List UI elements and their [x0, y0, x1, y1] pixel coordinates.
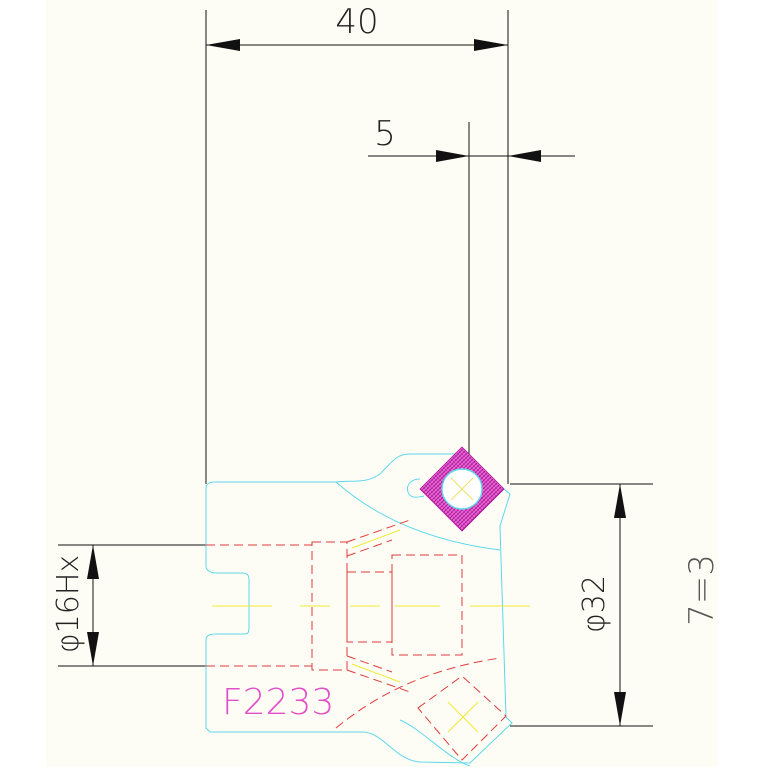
arrow-16-bottom	[87, 632, 99, 666]
arrow-40-left	[206, 39, 240, 51]
arrow-5-right	[508, 150, 541, 162]
arrow-16-top	[87, 545, 99, 579]
paper-background	[46, 0, 718, 767]
part-number-label: F2233	[222, 682, 334, 723]
arrow-5-left	[436, 150, 469, 162]
dim-label-40: 40	[335, 2, 378, 42]
arrow-40-right	[474, 39, 508, 51]
arrow-32-bottom	[614, 692, 626, 726]
center-lines	[212, 529, 530, 733]
dimension-lines	[58, 10, 653, 727]
hidden-lines	[206, 519, 507, 761]
dim-label-5: 5	[374, 114, 396, 154]
dim-label-phi-16hx: φ16Hx	[51, 555, 86, 653]
dim-label-phi-32: φ32	[577, 575, 612, 633]
arrow-32-top	[614, 484, 626, 518]
cutting-insert	[419, 446, 505, 532]
side-note: 7=3	[682, 554, 722, 626]
